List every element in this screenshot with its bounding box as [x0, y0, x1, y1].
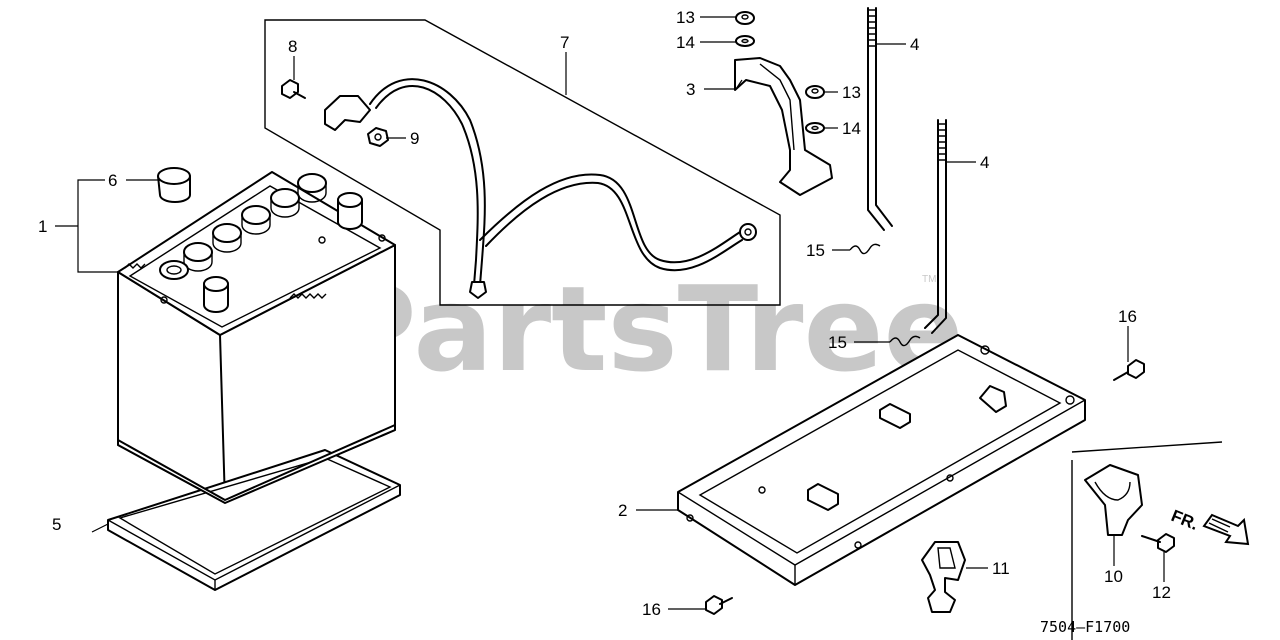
watermark-trademark: TM — [922, 274, 936, 285]
vent-cap-icon[interactable] — [157, 167, 191, 203]
bolt-icon[interactable] — [705, 595, 733, 615]
callout-4a[interactable]: 4 — [910, 35, 919, 54]
callout-8[interactable]: 8 — [288, 37, 297, 56]
battery-icon[interactable] — [117, 171, 396, 504]
callout-13a[interactable]: 13 — [676, 8, 695, 27]
clip-icon[interactable] — [1084, 464, 1143, 536]
callout-10[interactable]: 10 — [1104, 567, 1123, 586]
pin-icon[interactable] — [849, 243, 881, 255]
watermark-text: PartsTree — [330, 260, 964, 398]
callout-14a[interactable]: 14 — [676, 33, 695, 52]
callout-5[interactable]: 5 — [52, 515, 61, 534]
callout-14b[interactable]: 14 — [842, 119, 861, 138]
bolt-icon[interactable] — [1113, 359, 1145, 381]
callout-16b[interactable]: 16 — [1118, 307, 1137, 326]
callout-7[interactable]: 7 — [560, 33, 569, 52]
nut-icon[interactable] — [735, 11, 755, 25]
callout-15b[interactable]: 15 — [828, 333, 847, 352]
rod-icon[interactable] — [924, 119, 947, 334]
bolt-icon[interactable] — [281, 79, 306, 99]
callout-3[interactable]: 3 — [686, 80, 695, 99]
cable-group-frame — [264, 19, 781, 306]
arrow-icon — [1202, 513, 1250, 546]
nut-icon[interactable] — [367, 127, 389, 147]
callout-16a[interactable]: 16 — [642, 600, 661, 619]
diagram-code: 7504—F1700 — [1040, 618, 1130, 636]
callout-9[interactable]: 9 — [410, 129, 419, 148]
front-indicator-label: FR. — [1169, 506, 1202, 534]
rod-icon[interactable] — [867, 7, 893, 231]
callout-2[interactable]: 2 — [618, 501, 627, 520]
cable-icon[interactable] — [324, 78, 757, 299]
washer-icon[interactable] — [805, 122, 825, 134]
callout-12[interactable]: 12 — [1152, 583, 1171, 602]
screw-icon[interactable] — [1141, 533, 1175, 553]
callout-13b[interactable]: 13 — [842, 83, 861, 102]
pin-icon[interactable] — [889, 335, 921, 347]
inset-frame — [1071, 441, 1223, 640]
hold-down-bracket-icon[interactable] — [734, 57, 833, 196]
washer-icon[interactable] — [735, 35, 755, 47]
callout-15a[interactable]: 15 — [806, 241, 825, 260]
battery-mat-icon[interactable] — [107, 449, 401, 591]
clip-icon[interactable] — [921, 541, 966, 613]
callout-6[interactable]: 6 — [108, 171, 117, 190]
callout-11[interactable]: 11 — [992, 559, 1010, 578]
callout-4b[interactable]: 4 — [980, 153, 989, 172]
callout-1[interactable]: 1 — [38, 217, 47, 236]
nut-icon[interactable] — [805, 85, 825, 99]
